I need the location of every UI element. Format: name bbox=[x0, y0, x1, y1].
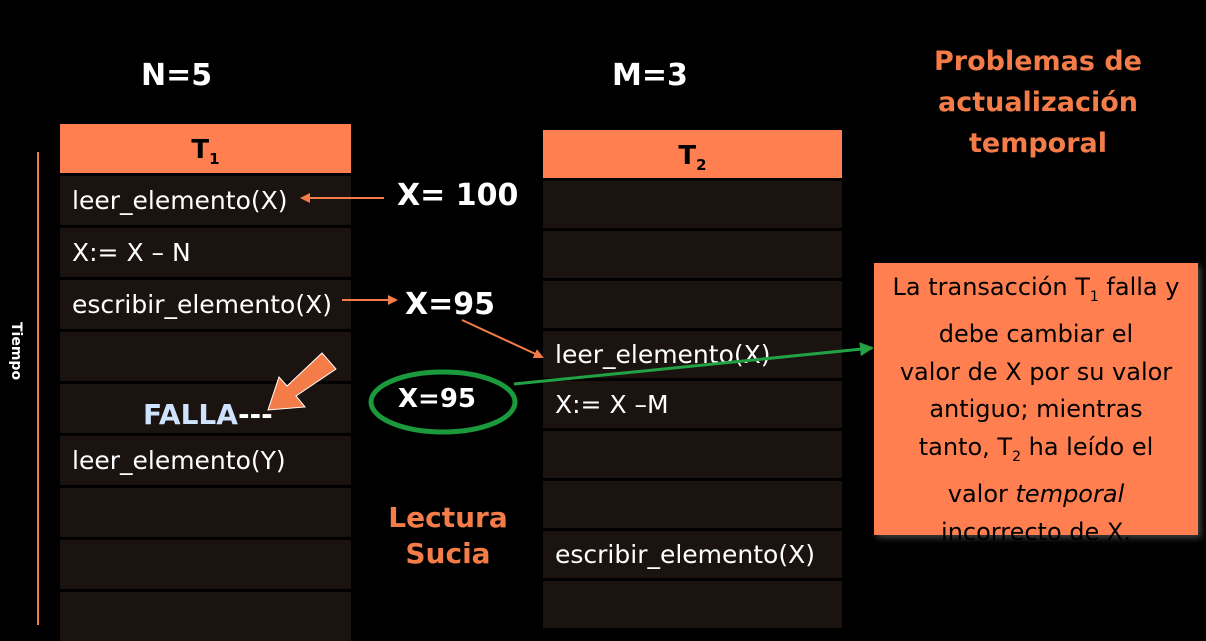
falla-word: FALLA bbox=[143, 398, 238, 431]
dirty-read-circle bbox=[368, 369, 518, 435]
slide-title: Problemas de actualización temporal bbox=[900, 41, 1176, 164]
t2-row: X:= X –M bbox=[543, 381, 842, 428]
t1-row: leer_elemento(Y) bbox=[60, 436, 351, 485]
note-line-2: debe cambiar el bbox=[938, 320, 1134, 349]
t1-row: X:= X – N bbox=[60, 228, 351, 277]
t1-row bbox=[60, 540, 351, 589]
note-line-4: antiguo; mientras bbox=[929, 395, 1143, 424]
annotation-overlay bbox=[267, 193, 874, 435]
title-line-2: actualización bbox=[937, 87, 1139, 118]
t2-header-sub: 2 bbox=[696, 156, 707, 175]
t2-row bbox=[543, 481, 842, 528]
title-line-3: temporal bbox=[968, 128, 1108, 159]
x-value-95-written: X=95 bbox=[405, 287, 496, 322]
t1-row: escribir_elemento(X) bbox=[60, 280, 351, 329]
arrow-circle-to-note bbox=[513, 342, 874, 386]
falla-label: FALLA--- bbox=[143, 398, 273, 431]
explanation-note: La transacción T1 falla y debe cambiar e… bbox=[874, 263, 1198, 546]
note-line-5: tanto, T2 ha leído el bbox=[918, 432, 1154, 465]
arrow-x95-to-t2-leer bbox=[461, 319, 544, 359]
t2-row: escribir_elemento(X) bbox=[543, 531, 842, 578]
falla-block-arrow bbox=[267, 352, 337, 411]
t2-row bbox=[543, 281, 842, 328]
note-line-6: valor temporal bbox=[947, 480, 1125, 509]
t2-row bbox=[543, 581, 842, 628]
t2-row: leer_elemento(X) bbox=[543, 331, 842, 378]
note-line-7: incorrecto de X. bbox=[941, 517, 1131, 546]
t2-row bbox=[543, 231, 842, 278]
m-label: M=3 bbox=[612, 58, 688, 93]
time-axis-line bbox=[37, 152, 39, 625]
sucia-line: Sucia bbox=[405, 537, 491, 570]
t1-header-label: T bbox=[191, 135, 210, 165]
x-value-100: X= 100 bbox=[397, 178, 519, 213]
x-value-95-circled: X=95 bbox=[398, 384, 477, 414]
t1-row bbox=[60, 488, 351, 537]
t1-header-sub: 1 bbox=[209, 150, 220, 169]
note-line-1: La transacción T1 falla y bbox=[892, 273, 1180, 305]
t2-row bbox=[543, 431, 842, 478]
t2-header-label: T bbox=[678, 141, 697, 171]
t2-row bbox=[543, 181, 842, 228]
lectura-sucia-label: Lectura Sucia bbox=[380, 500, 516, 572]
falla-dashes: --- bbox=[237, 398, 273, 431]
lectura-line: Lectura bbox=[388, 501, 508, 534]
n-label: N=5 bbox=[141, 58, 213, 93]
title-line-1: Problemas de bbox=[933, 46, 1142, 77]
note-line-3: valor de X por su valor bbox=[899, 357, 1173, 386]
t2-header: T2 bbox=[543, 130, 842, 178]
t1-header: T1 bbox=[60, 124, 351, 173]
